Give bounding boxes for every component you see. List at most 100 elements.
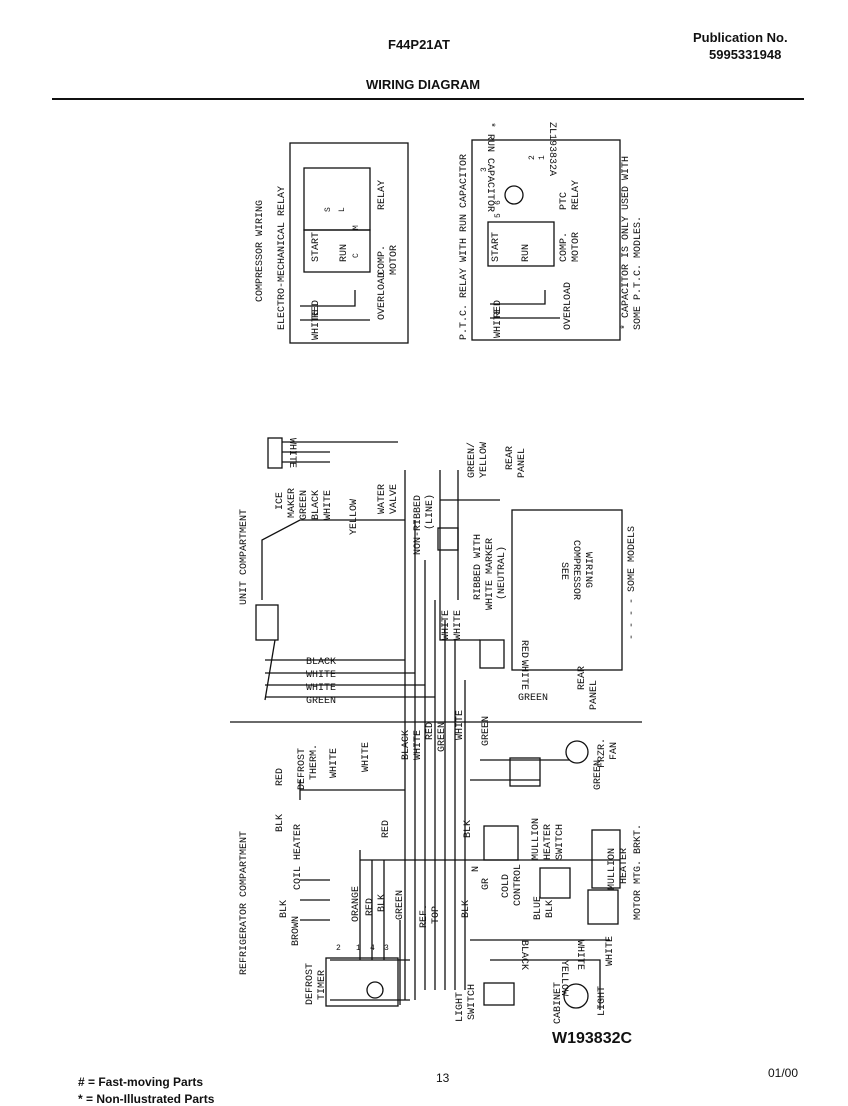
ref-orange: ORANGE <box>351 886 362 922</box>
unit-black: BLACK <box>311 490 322 520</box>
unit-white-v2: WHITE <box>453 610 464 640</box>
cabinet-light-icon <box>563 983 589 1009</box>
cold-control-1: COLD <box>501 874 512 898</box>
ref-white-4: WHITE <box>455 710 466 740</box>
legend-fast-moving: # = Fast-moving Parts <box>78 1075 204 1089</box>
wire-green: GREEN <box>306 696 336 707</box>
emr-comp: COMP. <box>377 245 388 275</box>
ptc-comp: COMP. <box>559 232 570 262</box>
motor-mtg-brkt: MOTOR MTG. BRKT. <box>633 824 644 920</box>
rear-panel-2: PANEL <box>517 448 528 478</box>
unit-white-top: WHITE <box>286 438 297 468</box>
water-valve-label-2: VALVE <box>389 484 400 514</box>
compressor-leads <box>300 290 560 321</box>
rear-panel-1: REAR <box>505 446 516 470</box>
ptc-motor: MOTOR <box>571 232 582 262</box>
fan-connector <box>509 757 541 787</box>
legend-non-illustrated: * = Non-Illustrated Parts <box>78 1092 215 1106</box>
ref-blk-1: BLK <box>275 814 286 832</box>
header-rule <box>52 98 804 100</box>
ref-green-1: GREEN <box>437 722 448 752</box>
emr-relay-block <box>303 167 371 231</box>
cabinet-light-1: CABINET <box>553 982 564 1024</box>
ref-green-2: GREEN <box>481 716 492 746</box>
light-wires <box>470 939 610 1010</box>
ptc-t6: 6 <box>494 200 503 205</box>
line-neutral-leads <box>439 470 500 641</box>
coil-heater: COIL HEATER <box>293 824 304 890</box>
main-harness <box>404 470 466 1000</box>
light-switch-icon <box>483 982 515 1006</box>
drawing-id: W193832C <box>552 1030 633 1047</box>
timer-terminal-1: 1 <box>356 944 361 953</box>
ref-blk-4: BLK <box>545 900 556 918</box>
ref-red-4: RED <box>365 898 376 916</box>
ref-blue: BLUE <box>533 896 544 920</box>
ptc-start: START <box>491 232 502 262</box>
ref-brown: BROWN <box>291 916 302 946</box>
ref-white-5: WHITE <box>574 940 585 970</box>
ptc-red: RED <box>493 300 504 318</box>
publication-number: 5995331948 <box>709 47 782 62</box>
emr-red: RED <box>311 300 322 318</box>
frzr-fan-1: FRZR. <box>597 738 608 768</box>
ptc-t2: 2 <box>528 155 537 160</box>
ptc-relay: RELAY <box>571 180 582 210</box>
ptc-title: P.T.C. RELAY WITH RUN CAPACITOR <box>459 154 470 340</box>
ptc-box <box>471 139 621 341</box>
cabinet-light-2: LIGHT <box>597 986 608 1016</box>
ref-green-4: GREEN <box>395 890 406 920</box>
ptc-t1: 1 <box>538 155 547 160</box>
refrigerator-compartment-title: REFRIGERATOR COMPARTMENT <box>239 831 250 975</box>
emr-title: ELECTRO-MECHANICAL RELAY <box>277 186 288 330</box>
emr-white: WHITE <box>311 310 322 340</box>
ice-maker-label-1: ICE <box>275 492 286 510</box>
timer-terminal-3: 3 <box>384 944 389 953</box>
rear-panel-4: PANEL <box>589 680 600 710</box>
ref-blk-2: BLK <box>279 900 290 918</box>
unit-green-2: GREEN <box>518 693 548 704</box>
ref-red-3: RED <box>381 820 392 838</box>
publication-label: Publication No. <box>693 30 788 45</box>
ref-red-2: RED <box>425 722 436 740</box>
timer-motor-icon <box>366 981 384 999</box>
mullion-heater-icon <box>591 829 621 889</box>
mullion-heater-1: MULLION <box>607 848 618 890</box>
ref-white-3: WHITE <box>413 730 424 760</box>
model-number: F44P21AT <box>388 37 450 52</box>
cold-control-icon <box>539 867 571 899</box>
emr-box <box>289 142 409 344</box>
emr-motor-block <box>303 229 371 273</box>
page-number: 13 <box>436 1071 450 1085</box>
ptc-t3: 3 <box>480 167 489 172</box>
unit-horizontal-wires <box>265 659 435 698</box>
ref-black: BLACK <box>401 730 412 760</box>
cold-control-2: CONTROL <box>513 864 524 906</box>
compressor-plug <box>479 639 505 669</box>
emr-c: C <box>352 253 361 258</box>
defrost-timer-1: DEFROST <box>305 963 316 1005</box>
ref-gr: GR <box>481 878 492 890</box>
ref-blk-5: BLK <box>377 894 388 912</box>
timer-wires <box>330 920 410 1005</box>
mullion-switch-3: SWITCH <box>555 824 566 860</box>
ice-maker-label-2: MAKER <box>287 488 298 518</box>
emr-start: START <box>311 232 322 262</box>
ribbed-label-2: WHITE MARKER <box>485 538 496 610</box>
section-title: WIRING DIAGRAM <box>366 77 481 92</box>
emr-m: M <box>352 225 361 230</box>
ref-top-2: TOP <box>431 906 442 924</box>
defrost-therm-wire <box>299 780 405 800</box>
defrost-timer-icon <box>325 957 399 1007</box>
unit-white-v1: WHITE <box>441 610 452 640</box>
see-compressor-3: WIRING <box>582 552 593 588</box>
light-switch-1: LIGHT <box>455 992 466 1022</box>
line-connector <box>437 527 459 551</box>
ref-green-3: GREEN <box>593 760 604 790</box>
ptc-overload: OVERLOAD <box>563 282 574 330</box>
ptc-note-1: * CAPACITOR IS ONLY USED WITH <box>620 156 632 330</box>
freezer-fan-icon <box>565 740 589 764</box>
wire-black: BLACK <box>306 657 336 668</box>
mullion-switch-1: MULLION <box>531 818 542 860</box>
unit-connector-plug <box>255 604 279 641</box>
